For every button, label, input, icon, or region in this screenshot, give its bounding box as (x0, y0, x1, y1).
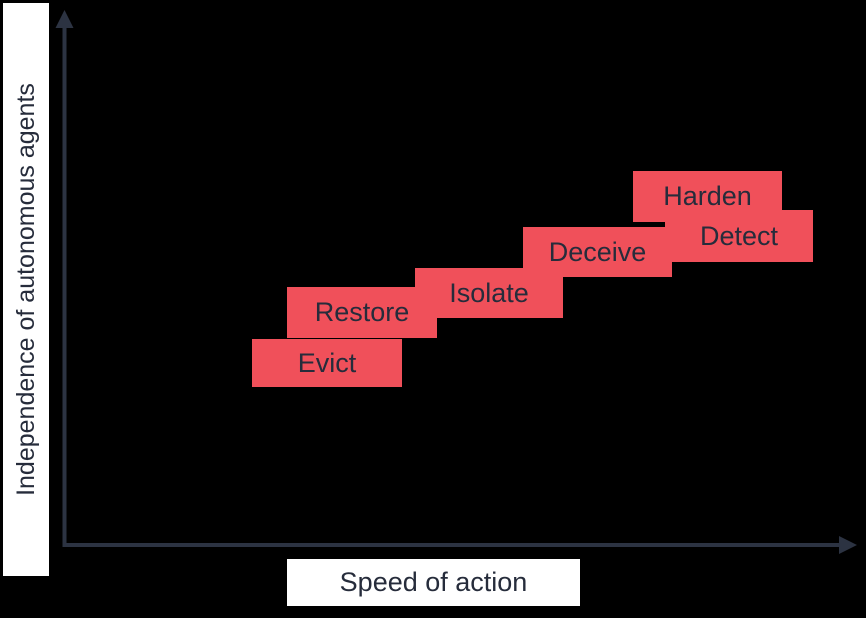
y-axis-arrowhead-icon (55, 10, 74, 28)
step-box-isolate: Isolate (415, 268, 563, 318)
x-axis-label-panel: Speed of action (287, 559, 580, 606)
step-box-restore: Restore (287, 287, 437, 338)
x-axis-arrowhead-icon (839, 536, 857, 554)
step-box-evict: Evict (252, 339, 402, 387)
x-axis-label: Speed of action (339, 567, 528, 597)
y-axis-label: Independence of autonomous agents (11, 83, 40, 496)
x-axis (62, 536, 857, 554)
y-axis-label-panel: Independence of autonomous agents (3, 3, 49, 576)
y-axis (55, 10, 74, 547)
step-box-detect: Detect (665, 210, 813, 262)
